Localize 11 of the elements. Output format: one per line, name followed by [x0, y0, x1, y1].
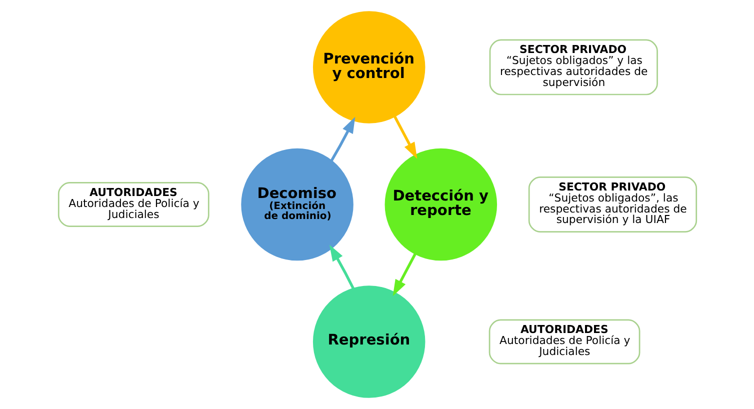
arrow	[393, 116, 417, 159]
node-box: SECTOR PRIVADO “Sujetos obligados”, las respectivas autoridades de supervisión y la UIAF	[528, 176, 697, 232]
node-box: SECTOR PRIVADO “Sujetos obligados” y las respectivas autoridades de supervisión	[488, 39, 658, 96]
node-circle: Detección y reporte	[384, 148, 497, 261]
node-box: AUTORIDADES Autoridades de Policía y Judiciales	[488, 319, 640, 364]
node-circle: Prevención y control	[312, 11, 425, 124]
node-box: AUTORIDADES Autoridades de Policía y Judiciales	[57, 182, 209, 227]
node-circle: Represión	[312, 286, 425, 398]
arrow	[392, 253, 416, 296]
arrow	[330, 116, 355, 162]
arrow	[328, 244, 354, 290]
